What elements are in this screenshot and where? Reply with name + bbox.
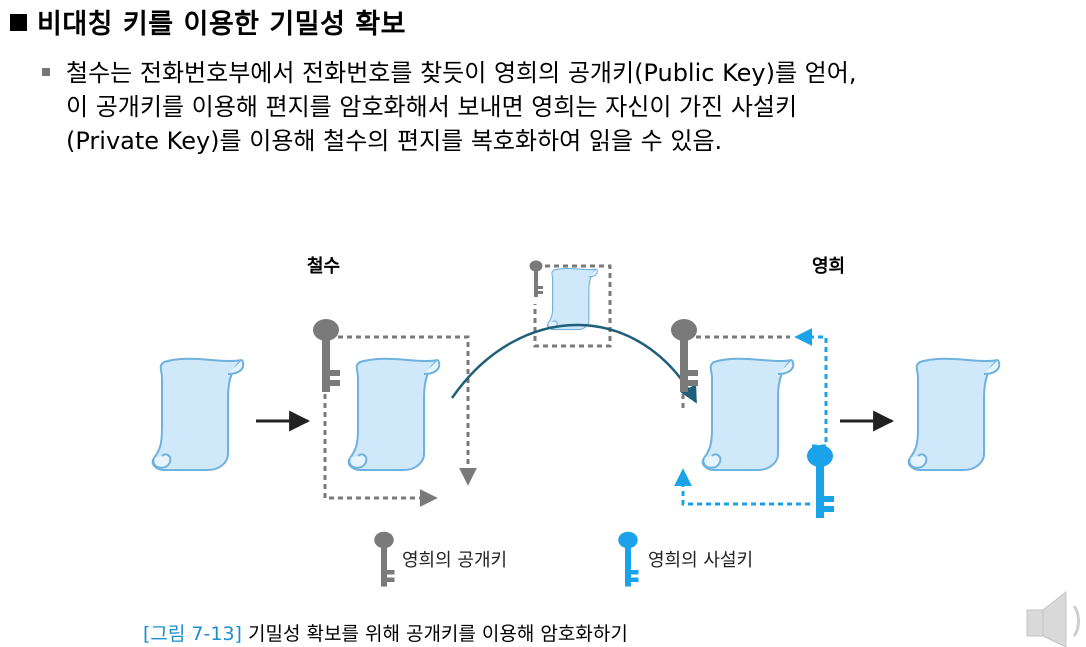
scroll-icon <box>546 267 598 331</box>
key-icon <box>313 319 340 392</box>
speaker-icon[interactable] <box>1026 590 1080 647</box>
scroll-icon <box>907 357 1001 471</box>
scroll-icon <box>347 357 441 471</box>
figure-caption: [그림 7-13] 기밀성 확보를 위해 공개키를 이용해 암호화하기 <box>143 619 628 646</box>
small-square-bullet-icon <box>42 68 50 76</box>
scroll-icon <box>151 357 245 471</box>
key-icon <box>529 260 543 297</box>
transmission-arc <box>450 323 698 404</box>
encryption-path <box>323 335 477 507</box>
square-bullet-icon <box>10 14 27 31</box>
bullet-paragraph: 철수는 전화번호부에서 전화번호를 찾듯이 영희의 공개키(Public Key… <box>40 56 1080 158</box>
sender-label: 철수 <box>307 256 341 277</box>
bullet-text: 철수는 전화번호부에서 전화번호를 찾듯이 영희의 공개키(Public Key… <box>66 59 857 155</box>
receiver-label: 영희 <box>812 256 846 277</box>
decryption-path <box>674 328 828 506</box>
figure-caption-text: 기밀성 확보를 위해 공개키를 이용해 암호화하기 <box>248 623 628 645</box>
legend-public-key-label: 영희의 공개키 <box>402 550 508 571</box>
slide-title: 비대칭 키를 이용한 기밀성 확보 <box>10 2 406 41</box>
key-icon <box>374 531 395 587</box>
scroll-icon <box>701 357 795 471</box>
legend-private-key-label: 영희의 사설키 <box>648 550 754 571</box>
slide-title-text: 비대칭 키를 이용한 기밀성 확보 <box>37 9 407 40</box>
key-icon <box>671 319 698 392</box>
key-icon <box>618 531 639 587</box>
figure-reference: [그림 7-13] <box>143 623 242 645</box>
key-icon <box>807 445 834 518</box>
